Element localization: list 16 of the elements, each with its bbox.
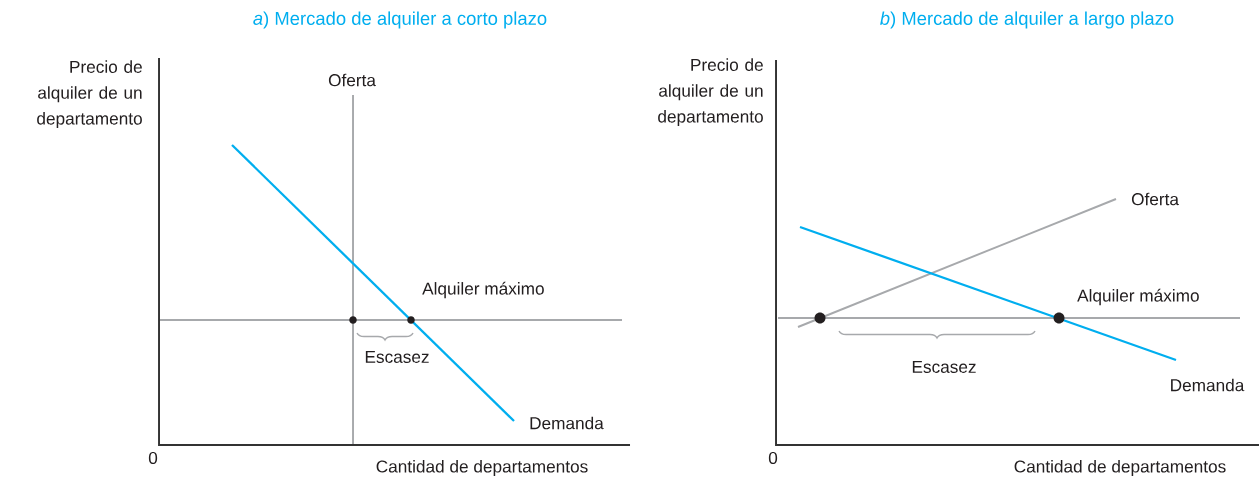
curve-label: Alquiler máximo xyxy=(1077,288,1199,306)
origin-label: 0 xyxy=(148,451,158,465)
curve-label: Oferta xyxy=(328,73,376,87)
curve-label: Alquiler máximo xyxy=(422,281,544,299)
panel-title: b) Mercado de alquiler a largo plazo xyxy=(880,11,1174,29)
axis-title: Precio de alquiler de un departamento xyxy=(658,58,763,127)
panel-title: a) Mercado de alquiler a corto plazo xyxy=(253,11,547,29)
axis-title: Precio de alquiler de un departamento xyxy=(37,60,142,129)
axis-title: Cantidad de departamentos xyxy=(376,459,588,476)
curve-label: Oferta xyxy=(1131,192,1179,206)
shortage-label: Escasez xyxy=(912,361,976,373)
origin-label: 0 xyxy=(768,451,778,465)
axis-title: Cantidad de departamentos xyxy=(1014,459,1226,476)
curve-label: Demanda xyxy=(1171,378,1245,392)
curve-label: Demanda xyxy=(530,416,604,430)
shortage-label: Escasez xyxy=(365,351,429,363)
